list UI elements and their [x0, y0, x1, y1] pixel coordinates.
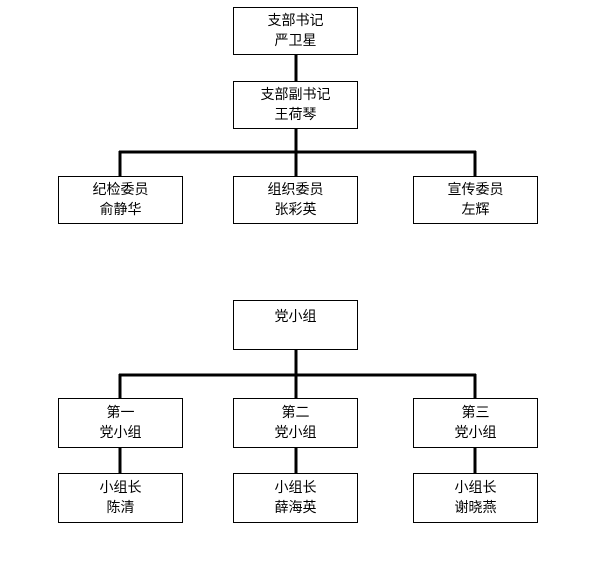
node-person-name: 谢晓燕	[454, 500, 497, 516]
node-organization-committee: 组织委员 张彩英	[233, 176, 358, 224]
node-subtitle: 党小组	[274, 425, 317, 441]
node-title: 第三	[461, 405, 490, 421]
node-person-name: 严卫星	[274, 33, 317, 49]
node-deputy-secretary: 支部副书记 王荷琴	[233, 81, 358, 129]
node-title: 第一	[106, 405, 135, 421]
node-discipline-committee: 纪检委员 俞静华	[58, 176, 183, 224]
node-title: 党小组	[274, 309, 317, 325]
node-branch-secretary: 支部书记 严卫星	[233, 7, 358, 55]
node-title: 组织委员	[267, 182, 324, 198]
node-person-name: 王荷琴	[274, 107, 317, 123]
node-publicity-committee: 宣传委员 左辉	[413, 176, 538, 224]
node-party-group-root: 党小组	[233, 300, 358, 350]
node-person-name: 薛海英	[274, 500, 317, 516]
node-group-3: 第三 党小组	[413, 398, 538, 448]
node-person-name: 陈清	[106, 500, 135, 516]
node-person-name: 左辉	[461, 202, 490, 218]
node-person-name: 张彩英	[274, 202, 317, 218]
node-group-3-leader: 小组长 谢晓燕	[413, 473, 538, 523]
node-title: 第二	[281, 405, 310, 421]
node-person-name: 俞静华	[99, 202, 142, 218]
node-title: 纪检委员	[92, 182, 149, 198]
node-title: 小组长	[454, 480, 497, 496]
node-group-1: 第一 党小组	[58, 398, 183, 448]
node-title: 小组长	[274, 480, 317, 496]
node-title: 支部书记	[267, 13, 324, 29]
node-subtitle: 党小组	[454, 425, 497, 441]
node-subtitle: 党小组	[99, 425, 142, 441]
node-group-2-leader: 小组长 薛海英	[233, 473, 358, 523]
node-title: 支部副书记	[260, 87, 331, 103]
node-title: 小组长	[99, 480, 142, 496]
node-group-1-leader: 小组长 陈清	[58, 473, 183, 523]
node-title: 宣传委员	[447, 182, 504, 198]
node-group-2: 第二 党小组	[233, 398, 358, 448]
